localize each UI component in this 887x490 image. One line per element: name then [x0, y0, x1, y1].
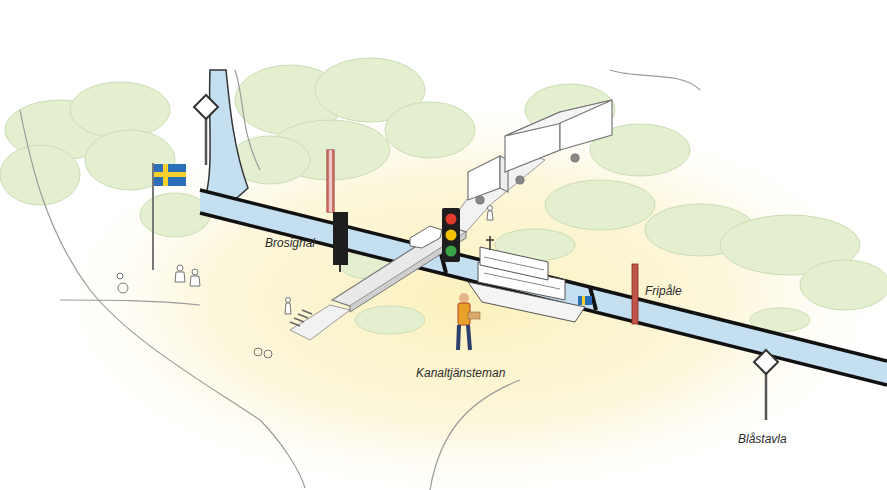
river — [205, 70, 248, 204]
tree-areas-part — [0, 145, 80, 205]
tree-areas-part — [355, 306, 425, 334]
crosswalk-part — [290, 310, 312, 326]
people-part — [190, 276, 200, 286]
bridge-signal-part — [333, 212, 348, 265]
boat-part — [578, 296, 592, 305]
swedish-flag-part — [152, 163, 154, 270]
canal-officer-part — [459, 293, 469, 303]
callout-label: Fripåle — [645, 284, 682, 298]
land-outlines — [20, 70, 700, 490]
free-pole-part — [632, 264, 638, 324]
bridge-pole — [327, 150, 334, 212]
tree-areas-part — [70, 82, 170, 138]
blue-sign-part — [765, 372, 768, 420]
ground-glow-part — [30, 90, 887, 490]
land-outlines-part — [430, 380, 520, 490]
people — [117, 206, 493, 359]
boat-part — [489, 236, 491, 250]
traffic-light-part — [446, 214, 457, 225]
canal-part — [200, 190, 887, 385]
river-part — [205, 70, 248, 204]
people-part — [264, 350, 272, 358]
traffic-light-part — [446, 230, 457, 241]
bridge-signal-part — [339, 265, 341, 272]
truck-part — [468, 156, 500, 200]
boat-part — [582, 296, 585, 305]
canal — [200, 190, 887, 385]
people-part — [286, 298, 291, 303]
people-part — [177, 265, 183, 271]
callout-label: Blåstavla — [738, 432, 787, 446]
swedish-flag-part — [154, 172, 186, 177]
canal-officer-part — [468, 312, 480, 319]
swedish-flag-part — [154, 164, 186, 186]
boat-part — [484, 257, 560, 289]
people-part — [118, 283, 128, 293]
top-warning-sign-part — [205, 115, 208, 165]
crosswalk — [290, 310, 312, 326]
tree-areas-part — [800, 260, 887, 310]
truck-part — [505, 100, 612, 136]
traffic-light-part — [442, 208, 460, 262]
traffic-light — [442, 208, 460, 262]
ground-glow — [30, 90, 887, 490]
people-part — [285, 303, 291, 314]
callout-label: Brosignal — [265, 236, 315, 250]
people-part — [254, 348, 262, 356]
tree-areas-part — [545, 180, 655, 230]
tree-areas — [0, 58, 887, 334]
land-outlines-part — [60, 300, 200, 305]
people-part — [192, 269, 198, 275]
land-outlines-part — [610, 70, 700, 90]
swedish-flag — [153, 163, 186, 270]
bridge-pole-part — [329, 150, 332, 212]
canal-part — [200, 190, 887, 361]
truck-part — [476, 196, 484, 204]
bridge-signal — [333, 212, 348, 272]
blue-sign — [754, 350, 778, 420]
boat — [468, 236, 592, 322]
bridge-pole-part — [327, 150, 334, 212]
canal-part — [200, 213, 887, 385]
top-warning-sign — [194, 95, 218, 165]
car-part — [410, 226, 442, 248]
people-part — [117, 273, 123, 279]
canal-officer — [458, 293, 480, 350]
truck-part — [571, 154, 579, 162]
boat-part — [486, 239, 494, 241]
people-part — [175, 272, 185, 282]
free-pole — [632, 264, 638, 324]
tree-areas-part — [140, 193, 210, 237]
top-warning-sign-part — [194, 95, 218, 119]
bridge-pole-part — [327, 150, 334, 212]
car — [410, 226, 442, 248]
road — [290, 150, 545, 340]
blue-sign-part — [754, 350, 778, 374]
tree-areas-part — [385, 102, 475, 158]
canal-officer-part — [458, 325, 470, 350]
road-part — [290, 305, 350, 340]
land-outlines-part — [20, 110, 305, 488]
traffic-light-part — [446, 246, 457, 257]
people-part — [487, 211, 493, 220]
people-part — [488, 206, 493, 211]
truck-part — [516, 176, 524, 184]
truck — [468, 100, 612, 204]
callout-label: Kanaltjänsteman — [416, 366, 505, 380]
